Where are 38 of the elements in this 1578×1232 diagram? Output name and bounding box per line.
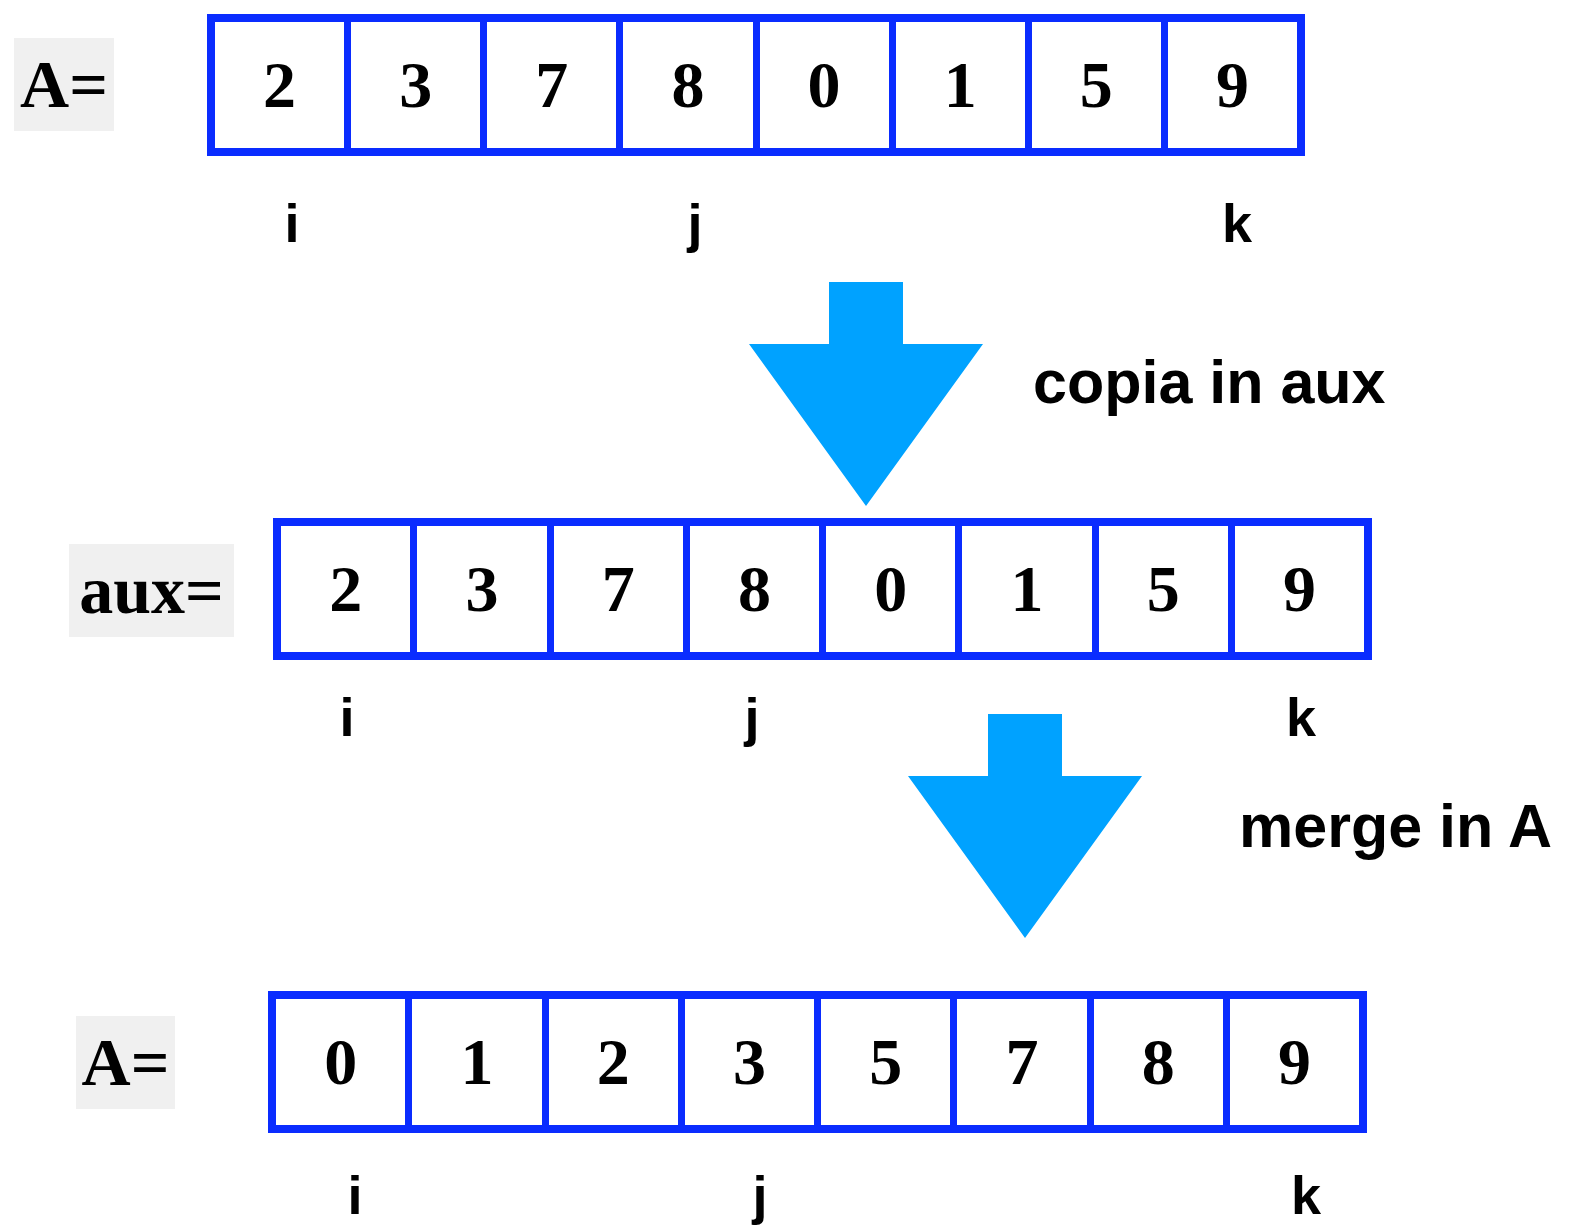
- block-arrow: [908, 714, 1142, 938]
- array-value: 0: [807, 47, 841, 123]
- array-frame: [273, 518, 1372, 660]
- array-frame: [268, 991, 1367, 1133]
- array-value: 9: [1215, 47, 1249, 123]
- array-value: 2: [596, 1024, 630, 1100]
- array-value: 2: [329, 551, 363, 627]
- array-value: 5: [869, 1024, 903, 1100]
- array-name-label: A=: [76, 1016, 175, 1109]
- index-pointer: k: [1291, 1168, 1321, 1222]
- index-pointer: i: [347, 1168, 363, 1222]
- array-value: 8: [737, 551, 771, 627]
- index-pointer: i: [339, 690, 355, 744]
- array-value: 0: [324, 1024, 358, 1100]
- block-arrow: [749, 282, 983, 506]
- array-value: 0: [874, 551, 908, 627]
- array-frame: [207, 14, 1305, 156]
- index-pointer: k: [1286, 690, 1316, 744]
- array-value: 7: [1005, 1024, 1039, 1100]
- array-name-label: A=: [14, 38, 114, 131]
- array-value: 9: [1282, 551, 1316, 627]
- array-value: 5: [1079, 47, 1113, 123]
- array-value: 3: [732, 1024, 766, 1100]
- array-value: 1: [1010, 551, 1044, 627]
- array-value: 2: [263, 47, 297, 123]
- array-value: 3: [465, 551, 499, 627]
- array-value: 3: [399, 47, 433, 123]
- array-name-label: aux=: [69, 544, 234, 637]
- array-value: 7: [535, 47, 569, 123]
- array-value: 8: [671, 47, 705, 123]
- array-value: 5: [1146, 551, 1180, 627]
- index-pointer: i: [284, 196, 300, 250]
- array-value: 1: [943, 47, 977, 123]
- array-value: 1: [460, 1024, 494, 1100]
- array-value: 8: [1141, 1024, 1175, 1100]
- index-pointer: k: [1222, 196, 1252, 250]
- array-value: 9: [1277, 1024, 1311, 1100]
- array-value: 7: [601, 551, 635, 627]
